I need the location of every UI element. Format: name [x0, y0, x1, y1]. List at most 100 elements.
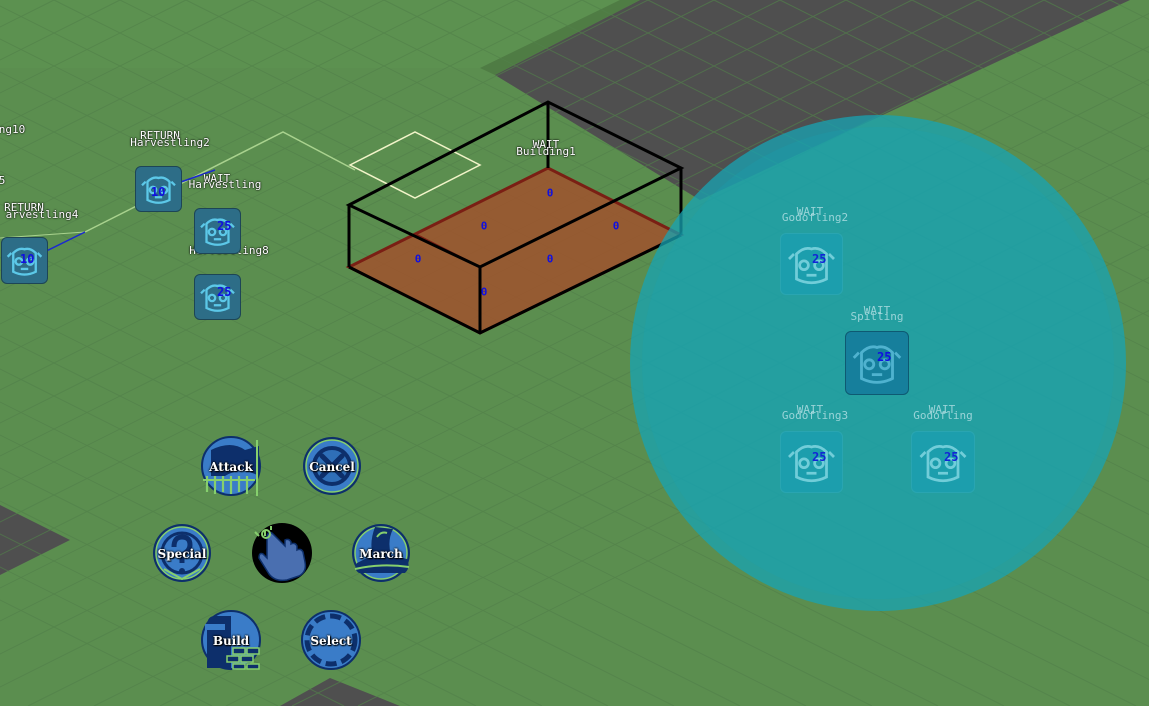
road	[495, 0, 1130, 200]
unit-harvestling4[interactable]: 10	[1, 237, 48, 284]
unit-hp: 25	[217, 285, 232, 299]
building-cell-value: 0	[480, 285, 488, 299]
grid-line	[0, 500, 411, 706]
unit-hp: 10	[151, 185, 166, 199]
special-button[interactable]: Special	[152, 523, 212, 583]
march-button[interactable]: March	[351, 523, 411, 583]
unit-name-label: ng10	[0, 123, 26, 136]
grid-line	[713, 0, 1149, 219]
building-cell-value: 0	[612, 219, 620, 233]
grid-line	[0, 0, 978, 706]
grid-line	[0, 0, 517, 259]
cancel-button[interactable]: Cancel	[302, 436, 362, 496]
godot-robot-icon	[200, 284, 235, 312]
unit-state-label: WAIT	[796, 205, 824, 218]
brick-wall-icon	[201, 610, 261, 670]
cancel-label: Cancel	[309, 460, 355, 474]
unit-state-label: WAIT	[203, 172, 231, 185]
unit-name-label: 5	[0, 174, 6, 187]
unit-godofling2[interactable]: 25	[780, 233, 843, 295]
unit-name-label: Godofling3	[781, 409, 849, 422]
select-button[interactable]: Select	[301, 610, 361, 670]
placement-outline	[348, 131, 482, 199]
grid-line	[0, 0, 714, 706]
grid-line	[0, 0, 674, 706]
pointer-hand-icon	[252, 523, 312, 583]
grid-line	[0, 0, 780, 706]
boot-icon	[352, 524, 410, 582]
special-label: Special	[157, 547, 207, 561]
godot-robot-icon	[141, 176, 176, 204]
road	[280, 678, 400, 706]
grid-line	[0, 0, 319, 160]
grid-line	[0, 0, 648, 706]
unit-state-label: RETURN	[4, 201, 44, 214]
building-cell-value: 0	[546, 186, 554, 200]
unit-name-label: Godofling2	[781, 211, 849, 224]
unit-state-label: WAIT	[796, 403, 824, 416]
unit-hp: 25	[944, 450, 959, 464]
unit-state-label: RETURN	[140, 129, 180, 142]
building-state-label: WAIT	[532, 138, 560, 151]
grid-line	[0, 0, 938, 706]
unit-state-label: WAIT	[928, 403, 956, 416]
unit-harvestling2[interactable]: 10	[135, 166, 182, 212]
unit-name-label: Harvestling	[188, 178, 262, 191]
godot-robot-icon	[788, 247, 835, 285]
grid-line	[0, 0, 740, 706]
godot-robot-icon	[852, 345, 902, 384]
attack-label: Attack	[209, 460, 253, 474]
grid-line	[0, 566, 279, 706]
attack-button[interactable]: Attack	[201, 436, 261, 496]
build-button[interactable]: Build	[201, 610, 261, 670]
flag-icon	[201, 436, 261, 496]
grid-line	[0, 0, 1004, 706]
unit-hp: 25	[217, 219, 232, 233]
building-cell-value: 0	[546, 252, 554, 266]
grid-line	[0, 0, 253, 127]
grid-line	[0, 533, 345, 706]
grid-line	[0, 0, 912, 706]
unit-harvestling8[interactable]: 25	[194, 274, 241, 320]
unit-spitling[interactable]: 25	[845, 331, 909, 395]
grid-line	[581, 0, 1149, 285]
grid-line	[0, 0, 582, 706]
circle-select-icon	[301, 610, 361, 670]
unit-name-label: Harvestling2	[130, 136, 210, 149]
select-label: Select	[310, 634, 352, 648]
unit-hp: 25	[812, 450, 827, 464]
question-icon	[153, 524, 211, 582]
building-cell-value: 0	[414, 252, 422, 266]
godot-robot-icon	[919, 445, 967, 483]
grid-line	[911, 0, 1149, 120]
march-label: March	[359, 547, 403, 561]
unit-name-label: Godofling	[913, 409, 973, 422]
x-icon	[303, 437, 361, 495]
grid-line	[449, 0, 1149, 351]
grid-line	[0, 0, 872, 706]
grid-line	[0, 0, 451, 226]
unit-godofling3[interactable]: 25	[780, 431, 843, 493]
unit-harvestling[interactable]: 25	[194, 208, 241, 254]
road	[0, 505, 70, 575]
grid-line	[0, 0, 846, 706]
grid-line	[515, 0, 1149, 318]
unit-name-label: Spitling	[850, 310, 904, 323]
grid-line	[0, 0, 806, 706]
unit-hp: 10	[20, 252, 35, 266]
godot-robot-icon	[200, 218, 235, 246]
unit-state-label: WAIT	[863, 304, 891, 317]
unit-name-label: arvestling4	[5, 208, 79, 221]
pointer-button[interactable]	[251, 522, 313, 584]
unit-godofling[interactable]: 25	[911, 431, 975, 493]
build-label: Build	[212, 634, 250, 648]
grid-line	[0, 467, 477, 706]
grid-line	[0, 434, 543, 706]
unit-hp: 25	[877, 350, 892, 364]
